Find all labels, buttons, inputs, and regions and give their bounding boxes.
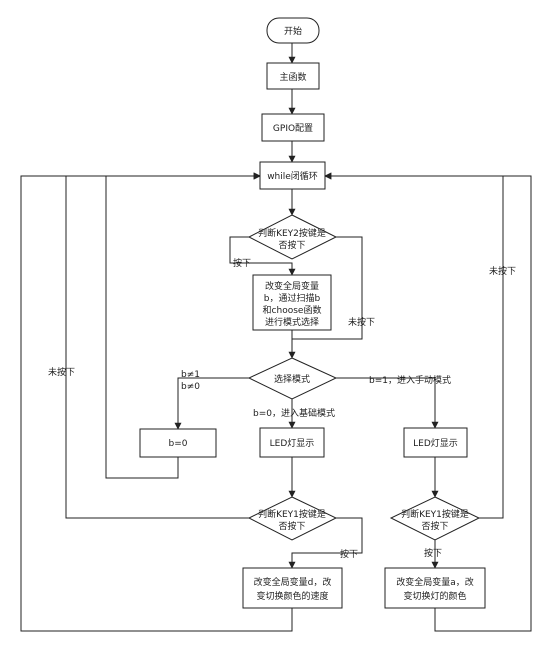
- key2-decision: [247, 214, 338, 260]
- change-b-node: [252, 274, 332, 331]
- start-node: [266, 17, 320, 44]
- key1-left-decision: [247, 496, 338, 541]
- edge-key2-notpressed: [292, 236, 363, 340]
- label-b-neq0: b≠0: [181, 382, 200, 392]
- main-func-text: 主函数: [279, 71, 306, 83]
- select-mode-text: 选择模式: [274, 373, 310, 385]
- key1-left-text-1: 判断KEY1按键是: [258, 508, 326, 520]
- gpio-text: GPIO配置: [273, 123, 313, 134]
- change-d-text-1: 改变全局变量d，改: [254, 576, 332, 588]
- start-text: 开始: [284, 25, 302, 37]
- gpio-node: [261, 113, 325, 142]
- label-b-neq1: b≠1: [181, 370, 200, 380]
- change-b-text-1: 改变全局变量: [265, 280, 319, 292]
- label-b-eq0: b=0，进入基础模式: [253, 407, 335, 419]
- change-a-text-1: 改变全局变量a，改: [396, 576, 474, 588]
- edge-key2-pressed: [229, 236, 296, 276]
- edge-changea-loop: [324, 172, 532, 632]
- led-left-node: [259, 427, 325, 458]
- label-right-notpressed: 未按下: [489, 265, 516, 277]
- edge-key1right-notpressed: [324, 172, 504, 519]
- key2-text-1: 判断KEY2按键是: [258, 227, 326, 239]
- label-key2-notpressed: 未按下: [348, 316, 375, 328]
- led-right-node: [403, 427, 468, 458]
- select-mode-decision: [247, 357, 338, 400]
- label-b-eq1: b=1，进入手动模式: [369, 374, 451, 386]
- label-key2-pressed: 按下: [233, 257, 251, 269]
- label-left-notpressed: 未按下: [48, 366, 75, 378]
- change-b-text-3: 和choose函数: [263, 304, 322, 316]
- while-text: while闭循环: [267, 170, 318, 182]
- main-func-node: [266, 62, 320, 90]
- key2-text-2: 否按下: [278, 239, 305, 251]
- change-d-node: [242, 567, 343, 609]
- while-node: [259, 161, 326, 190]
- label-left-pressed: 按下: [340, 548, 358, 560]
- key1-right-text-2: 否按下: [421, 520, 448, 532]
- change-a-text-2: 变切换灯的颜色: [403, 590, 466, 602]
- led-right-text: LED灯显示: [413, 438, 458, 449]
- key1-left-text-2: 否按下: [278, 520, 305, 532]
- change-b-text-4: 进行模式选择: [265, 316, 319, 328]
- change-b-text-2: b，通过扫描b: [264, 292, 321, 304]
- b0-node: [139, 428, 217, 458]
- edge-select-b0: [174, 377, 249, 430]
- change-a-node: [384, 567, 486, 609]
- edge-key1left-pressed: [288, 517, 363, 569]
- edge-select-ledright: [336, 377, 439, 429]
- edge-changed-loop: [20, 172, 293, 632]
- edge-key1left-notpressed: [65, 172, 261, 519]
- change-d-text-2: 变切换颜色的速度: [256, 590, 328, 602]
- b0-text: b=0: [169, 439, 188, 449]
- led-left-text: LED灯显示: [270, 438, 315, 449]
- label-right-pressed: 按下: [424, 547, 442, 559]
- key1-right-decision: [389, 496, 481, 541]
- key1-right-text-1: 判断KEY1按键是: [401, 508, 469, 520]
